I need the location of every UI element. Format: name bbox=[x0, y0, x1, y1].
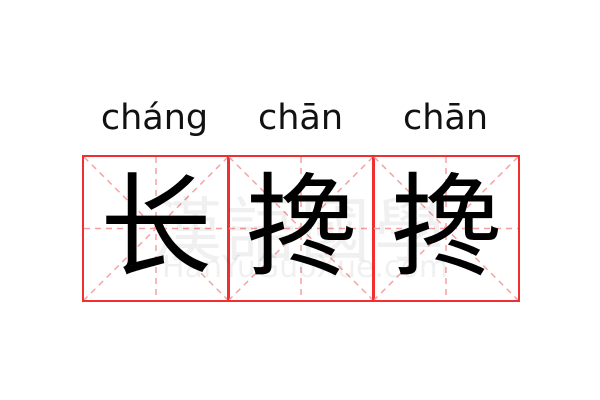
pinyin-3: chān bbox=[402, 98, 489, 138]
character-2: 搀 bbox=[245, 163, 357, 293]
guide-lines bbox=[374, 157, 518, 300]
char-box-2: 搀 bbox=[227, 155, 375, 302]
pinyin-2: chān bbox=[257, 98, 344, 138]
character-3: 搀 bbox=[390, 163, 502, 293]
guide-lines bbox=[229, 157, 373, 300]
character-grid: 长 搀 搀 漢語國學 HanYuGuoXue.com bbox=[82, 155, 520, 302]
pinyin-1: cháng bbox=[100, 98, 209, 138]
char-box-1: 长 bbox=[82, 155, 230, 302]
char-box-3: 搀 bbox=[372, 155, 520, 302]
character-1: 长 bbox=[100, 163, 212, 293]
guide-lines bbox=[84, 157, 228, 300]
